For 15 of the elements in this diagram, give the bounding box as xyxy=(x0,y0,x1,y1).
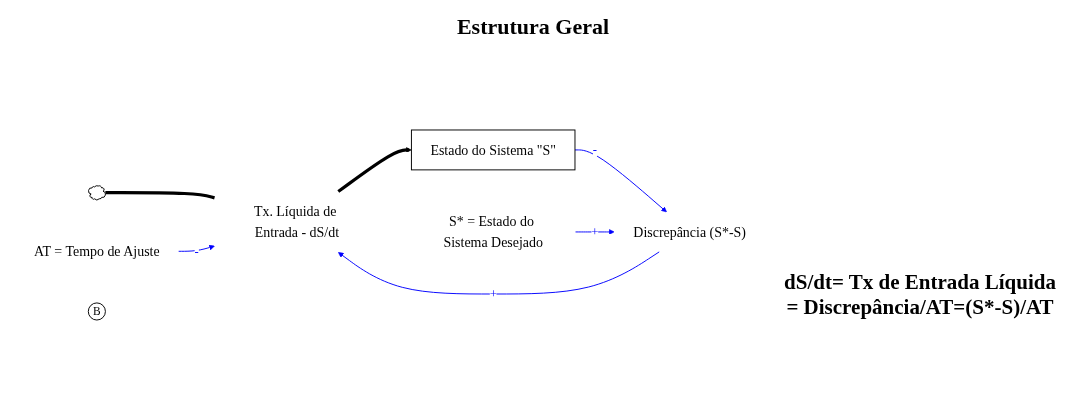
node-text: Tx. Líquida de Entrada - dS/dt xyxy=(253,203,340,241)
node-cloud xyxy=(88,185,106,201)
edge-label: - xyxy=(592,142,598,157)
node-box: Estado do Sistema "S" xyxy=(410,129,576,171)
edge-label: - xyxy=(194,244,199,259)
node-text: Discrepância (S*-S) xyxy=(633,224,746,240)
connector xyxy=(105,191,215,200)
edge-label: + xyxy=(591,224,599,239)
edge-label: + xyxy=(489,287,497,301)
diagram-title: Estrutura Geral xyxy=(455,14,611,40)
formula-note: dS/dt= Tx de Entrada Líquida = Discrepância/AT=(S*-S)/AT xyxy=(783,270,1057,320)
node-text: AT = Tempo de Ajuste xyxy=(34,243,160,260)
node-circle: B xyxy=(87,302,106,321)
node-text: S* = Estado do Sistema Desejado xyxy=(443,213,543,251)
arrow xyxy=(337,147,412,193)
